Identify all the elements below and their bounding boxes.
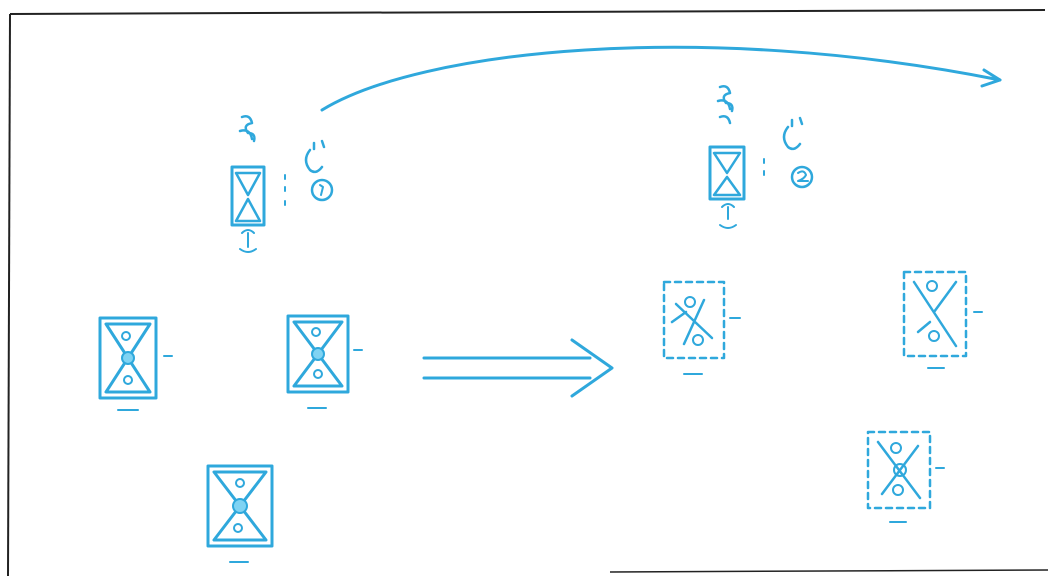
hourglass-glyph: [292, 320, 344, 388]
tile-stand: [239, 229, 257, 253]
hourglass-glyph: [212, 470, 268, 542]
frame-top-edge: [9, 9, 1046, 15]
tile-box: [230, 165, 266, 227]
stacked-glyphs: [238, 115, 256, 143]
dashed-tile: [902, 270, 983, 369]
solid-tile: [206, 464, 274, 563]
double-right-arrow: [422, 338, 614, 398]
node: [890, 442, 902, 454]
scattered-strokes: [912, 280, 958, 348]
center-node: [232, 498, 248, 514]
solid-tile: [98, 316, 173, 411]
hook-glyph: [304, 139, 326, 174]
bottom-node: [313, 369, 323, 379]
top-node: [121, 331, 131, 341]
solid-tile: [286, 314, 363, 409]
hook-glyph: [782, 116, 804, 151]
circle-marker: [310, 178, 334, 202]
top-right-figure: [708, 85, 814, 229]
curve-right-arrow: [320, 45, 1002, 112]
circle-number: [797, 170, 809, 182]
tile-box: [866, 430, 932, 510]
curve-arrow-head: [980, 68, 1002, 88]
bottom-node: [123, 375, 133, 385]
top-node: [311, 327, 321, 337]
circle-marker: [790, 165, 814, 189]
double-arrow-shaft: [422, 356, 592, 380]
top-node: [235, 478, 245, 488]
scattered-strokes: [876, 440, 922, 500]
node: [893, 463, 907, 477]
node: [684, 296, 696, 308]
tile-box: [662, 280, 726, 360]
frame-bottom-edge: [609, 569, 1049, 573]
tile-box: [902, 270, 968, 358]
stacked-glyphs: [716, 85, 734, 125]
left-group: [98, 314, 363, 563]
hourglass-glyph: [104, 322, 152, 394]
node: [692, 334, 704, 346]
frame-left-edge: [7, 13, 11, 577]
tile-stand: [719, 203, 737, 229]
curve-arrow-line: [320, 45, 1002, 112]
dashed-tile: [662, 280, 741, 375]
tile-box: [206, 464, 274, 548]
node: [892, 484, 904, 496]
hourglass-glyph: [712, 151, 742, 197]
dashed-tile: [866, 430, 945, 523]
center-node: [121, 351, 135, 365]
node: [928, 330, 940, 342]
tile-box: [708, 145, 746, 201]
tile-box: [98, 316, 158, 400]
top-left-figure: [230, 115, 334, 253]
bottom-node: [233, 523, 243, 533]
node: [926, 280, 938, 292]
scattered-strokes: [670, 298, 714, 346]
hourglass-glyph: [234, 171, 262, 223]
frame: [7, 9, 1049, 577]
center-node: [311, 347, 325, 361]
right-group: [662, 270, 983, 523]
tile-box: [286, 314, 350, 394]
double-arrow-head: [570, 338, 614, 398]
circle-number: [319, 184, 324, 196]
